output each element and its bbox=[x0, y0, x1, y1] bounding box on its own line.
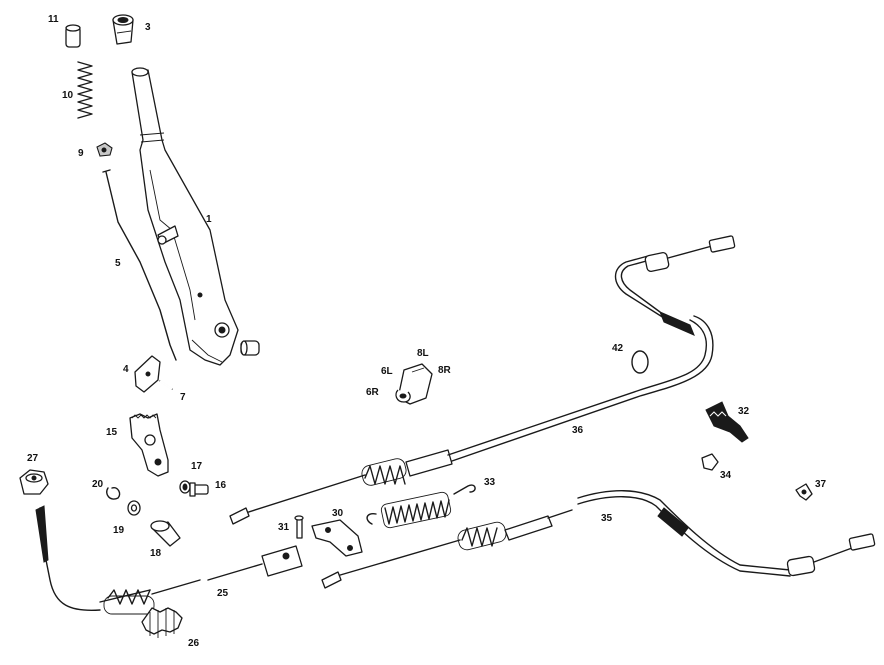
part-17-washer bbox=[179, 480, 191, 494]
part-25-cable bbox=[35, 505, 201, 615]
callout-42: 42 bbox=[612, 343, 624, 354]
part-4-bracket bbox=[134, 355, 161, 393]
callout-4: 4 bbox=[123, 364, 129, 375]
callout-9: 9 bbox=[78, 148, 84, 159]
lever-bush bbox=[240, 340, 260, 356]
callout-20: 20 bbox=[92, 479, 104, 490]
callout-10: 10 bbox=[62, 90, 74, 101]
callout-19: 19 bbox=[113, 525, 125, 536]
callout-33: 33 bbox=[484, 477, 496, 488]
part-7-pin bbox=[159, 380, 173, 390]
callout-32: 32 bbox=[738, 406, 750, 417]
part-5-rod bbox=[102, 169, 177, 361]
part-31-pin bbox=[294, 515, 304, 539]
part-33-spring bbox=[366, 484, 476, 529]
part-15-sector bbox=[129, 413, 169, 477]
callout-3: 3 bbox=[145, 22, 151, 33]
callout-1: 1 bbox=[206, 214, 212, 225]
part-8-grommet bbox=[395, 363, 433, 405]
callout-17: 17 bbox=[191, 461, 203, 472]
callout-25: 25 bbox=[217, 588, 229, 599]
part-10-spring bbox=[77, 61, 93, 119]
cable-yoke bbox=[207, 545, 303, 581]
part-32-adjuster bbox=[705, 401, 749, 443]
callout-5: 5 bbox=[115, 258, 121, 269]
part-36-cable bbox=[229, 235, 736, 525]
callout-6l: 6L bbox=[381, 366, 393, 377]
callout-11: 11 bbox=[48, 14, 59, 25]
callout-16: 16 bbox=[215, 480, 227, 491]
part-16-bolt bbox=[189, 482, 209, 497]
part-19-washer bbox=[127, 500, 141, 516]
part-27-nut bbox=[19, 469, 49, 495]
callout-8r: 8R bbox=[438, 365, 451, 376]
part-35-cable bbox=[577, 490, 876, 577]
callout-7: 7 bbox=[180, 392, 186, 403]
callout-36: 36 bbox=[572, 425, 584, 436]
callout-26: 26 bbox=[188, 638, 200, 649]
middle-cable bbox=[321, 509, 573, 589]
callout-30: 30 bbox=[332, 508, 344, 519]
part-34-nut bbox=[701, 453, 719, 471]
part-11-cap bbox=[65, 24, 81, 48]
part-9-nut bbox=[96, 142, 113, 157]
part-3-knob bbox=[112, 14, 134, 45]
callout-18: 18 bbox=[150, 548, 162, 559]
part-42-ring bbox=[631, 350, 649, 374]
callout-37: 37 bbox=[815, 479, 827, 490]
callout-8l: 8L bbox=[417, 348, 429, 359]
part-20-clip bbox=[106, 486, 121, 500]
part-26-boot bbox=[141, 607, 183, 638]
callout-6r: 6R bbox=[366, 387, 379, 398]
part-37-clip bbox=[795, 483, 813, 501]
callout-35: 35 bbox=[601, 513, 613, 524]
callout-31: 31 bbox=[278, 522, 290, 533]
part-30-compensator bbox=[311, 519, 363, 557]
callout-27: 27 bbox=[27, 453, 39, 464]
part-1-lever bbox=[131, 67, 239, 366]
part-18-pin bbox=[150, 520, 181, 547]
callout-15: 15 bbox=[106, 427, 118, 438]
callout-34: 34 bbox=[720, 470, 732, 481]
